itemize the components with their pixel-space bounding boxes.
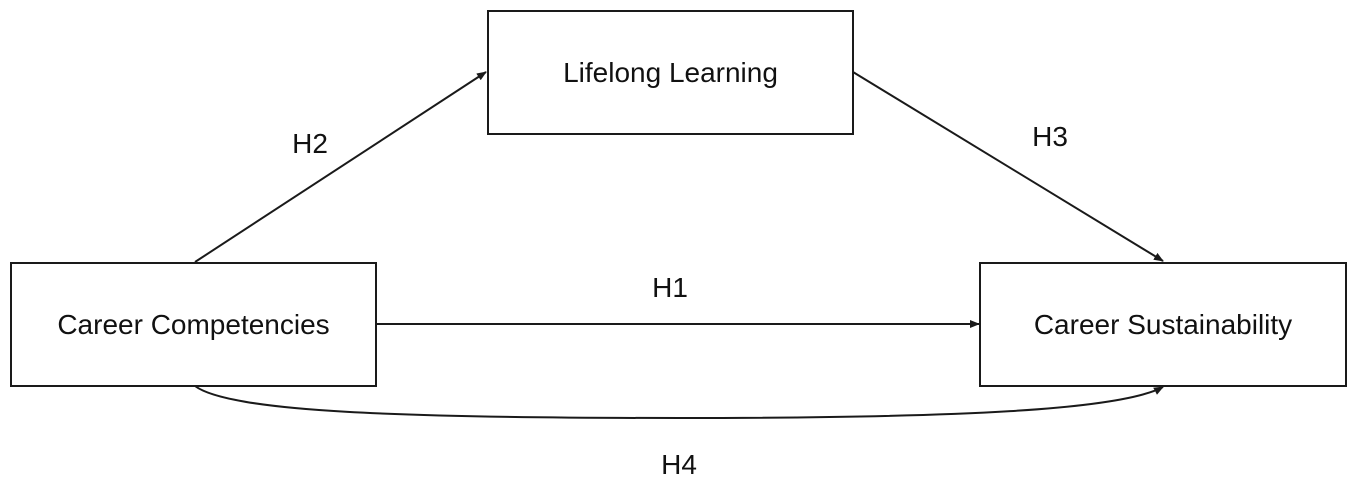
- node-lifelong-learning: Lifelong Learning: [487, 10, 854, 135]
- node-career-sustainability: Career Sustainability: [979, 262, 1347, 387]
- edge-h3-arrow: [852, 71, 1164, 262]
- edge-label-h1: H1: [652, 272, 688, 303]
- node-label: Career Competencies: [57, 308, 330, 340]
- node-career-competencies: Career Competencies: [10, 262, 377, 387]
- edge-label-h4: H4: [661, 449, 697, 480]
- node-label: Career Sustainability: [1033, 308, 1293, 340]
- edge-h4-arrow: [194, 385, 1164, 420]
- edge-label-h2: H2: [292, 128, 328, 159]
- node-label: Lifelong Learning: [563, 56, 778, 88]
- edge-label-h3: H3: [1032, 121, 1068, 152]
- edge-h2-arrow: [194, 71, 487, 263]
